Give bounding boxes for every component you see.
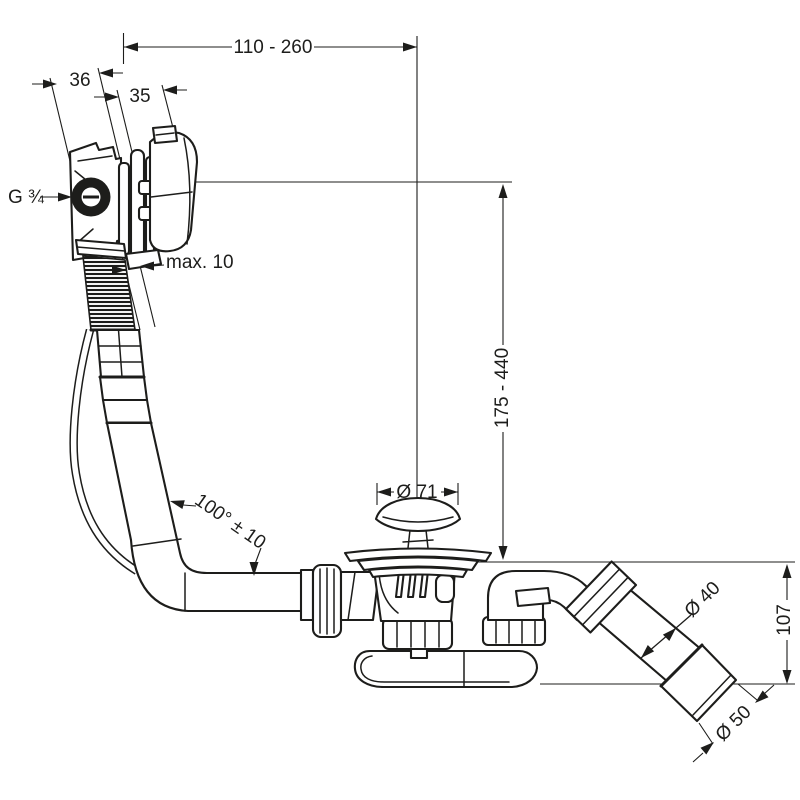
label-height-range: 175 - 440	[492, 348, 513, 428]
label-outlet-height: 107	[774, 604, 795, 636]
label-hose-angle: 100° ± 10	[191, 490, 270, 554]
label-max-wall: max. 10	[166, 252, 234, 273]
corrugated-hose	[82, 255, 136, 331]
label-thread-size: G ¾	[8, 187, 45, 208]
waste-assembly	[343, 496, 547, 689]
label-width-range: 110 - 260	[234, 37, 313, 58]
label-depth-front: 35	[129, 86, 150, 107]
label-depth-rear: 36	[69, 70, 90, 91]
label-plug-diameter: Ø 71	[396, 482, 437, 503]
cable-loop	[69, 328, 140, 575]
outlet-assembly	[486, 560, 738, 723]
trap-bowl	[353, 649, 539, 689]
dimension-lines-under	[32, 33, 795, 685]
hose-elbow-pipe	[105, 421, 322, 613]
label-outlet-diameter: Ø 40	[681, 578, 725, 622]
overflow-hose	[74, 238, 381, 639]
waste-nut-left	[381, 616, 454, 651]
popup-plug	[374, 496, 462, 533]
escutcheon-plate	[117, 161, 131, 257]
dimension-annotations	[40, 192, 775, 763]
label-sleeve-diameter: Ø 50	[712, 702, 756, 746]
